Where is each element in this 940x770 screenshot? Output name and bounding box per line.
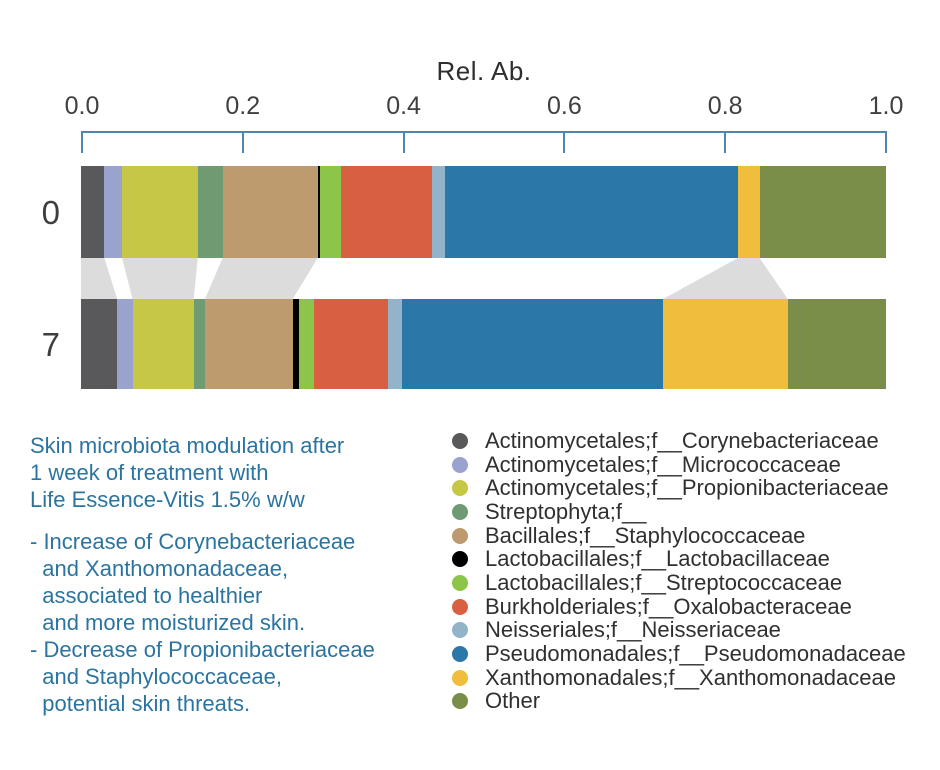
- legend-item-burkholderiales-f-oxalobacteraceae: Burkholderiales;f__Oxalobacteraceae: [452, 593, 906, 619]
- legend-dot-icon: [452, 622, 468, 639]
- legend-dot-icon: [452, 646, 468, 663]
- legend-dot-icon: [452, 432, 468, 449]
- stacked-bar-day0: [81, 166, 886, 258]
- segment-bacillales-f-staphylococcaceae-day7: [204, 299, 293, 389]
- legend-dot-icon: [452, 598, 468, 615]
- tick-mark: [885, 131, 887, 153]
- segment-actinomycetales-f-micrococcaceae-day7: [117, 299, 133, 389]
- axis-title: Rel. Ab.: [436, 56, 532, 86]
- legend-item-neisseriales-f-neisseriaceae: Neisseriales;f__Neisseriaceae: [452, 617, 906, 643]
- connector-xanthomonadales-f-xanthomonadaceae: [663, 258, 788, 299]
- segment-burkholderiales-f-oxalobacteraceae-day7: [313, 299, 389, 389]
- tick-label-0.2: 0.2: [225, 92, 261, 120]
- tick-label-0.0: 0.0: [64, 92, 100, 120]
- legend-item-bacillales-f-staphylococcaceae: Bacillales;f__Staphylococcaceae: [452, 522, 906, 548]
- legend-label: Other: [485, 688, 541, 714]
- segment-lactobacillales-f-lactobacillaceae-day0: [317, 166, 321, 258]
- legend-item-actinomycetales-f-propionibacteriaceae: Actinomycetales;f__Propionibacteriaceae: [452, 475, 906, 501]
- legend-dot-icon: [452, 480, 468, 497]
- segment-actinomycetales-f-propionibacteriaceae-day7: [132, 299, 194, 389]
- connector-actinomycetales-f-corynebacteriaceae: [81, 258, 118, 299]
- legend-label: Actinomycetales;f__Propionibacteriaceae: [485, 475, 889, 501]
- tick-label-0.8: 0.8: [707, 92, 743, 120]
- legend-dot-icon: [452, 503, 468, 520]
- axis-tick-labels: 0.0 0.2 0.4 0.6 0.8 1.0: [65, 92, 904, 122]
- legend-item-actinomycetales-f-micrococcaceae: Actinomycetales;f__Micrococcaceae: [452, 451, 906, 477]
- annotation-findings: - Increase of Corynebacteriaceae and Xan…: [30, 529, 375, 716]
- legend-dot-icon: [452, 574, 468, 591]
- legend-label: Streptophyta;f__: [485, 498, 647, 524]
- legend-dot-icon: [452, 527, 468, 544]
- segment-pseudomonadales-f-pseudomonadaceae-day0: [444, 166, 738, 258]
- segment-burkholderiales-f-oxalobacteraceae-day0: [340, 166, 432, 258]
- segment-neisseriales-f-neisseriaceae-day0: [431, 166, 445, 258]
- legend-label: Neisseriales;f__Neisseriaceae: [485, 617, 781, 643]
- connector-bacillales-f-staphylococcaceae: [204, 258, 318, 299]
- tick-label-0.4: 0.4: [386, 92, 421, 120]
- legend-label: Bacillales;f__Staphylococcaceae: [485, 522, 806, 548]
- segment-lactobacillales-f-streptococcaceae-day0: [320, 166, 341, 258]
- segment-actinomycetales-f-propionibacteriaceae-day0: [122, 166, 198, 258]
- segment-actinomycetales-f-corynebacteriaceae-day7: [81, 299, 118, 389]
- legend-label: Lactobacillales;f__Lactobacillaceae: [485, 546, 830, 572]
- segment-streptophyta-f-day7: [193, 299, 205, 389]
- tick-mark: [724, 131, 727, 153]
- annotation-title: Skin microbiota modulation after 1 week …: [30, 433, 345, 512]
- segment-xanthomonadales-f-xanthomonadaceae-day7: [662, 299, 788, 389]
- tick-label-1.0: 1.0: [868, 92, 904, 120]
- legend-item-streptophyta-f: Streptophyta;f__: [452, 498, 906, 524]
- segment-neisseriales-f-neisseriaceae-day7: [388, 299, 403, 389]
- tick-label-0.6: 0.6: [547, 92, 582, 120]
- tick-mark: [241, 131, 244, 153]
- legend-label: Xanthomonadales;f__Xanthomonadaceae: [485, 664, 896, 690]
- connector-actinomycetales-f-propionibacteriaceae: [122, 258, 198, 299]
- segment-streptophyta-f-day0: [197, 166, 223, 258]
- segment-lactobacillales-f-lactobacillaceae-day7: [292, 299, 300, 389]
- tick-mark: [402, 131, 405, 153]
- legend-item-pseudomonadales-f-pseudomonadaceae: Pseudomonadales;f__Pseudomonadaceae: [452, 641, 906, 667]
- axis-tick-marks: [81, 131, 887, 153]
- legend-dot-icon: [452, 693, 468, 710]
- segment-xanthomonadales-f-xanthomonadaceae-day0: [737, 166, 760, 258]
- axis-line: [82, 131, 886, 133]
- legend-label: Pseudomonadales;f__Pseudomonadaceae: [485, 641, 906, 667]
- legend-item-lactobacillales-f-streptococcaceae: Lactobacillales;f__Streptococcaceae: [452, 569, 906, 595]
- segment-pseudomonadales-f-pseudomonadaceae-day7: [402, 299, 663, 389]
- legend-label: Actinomycetales;f__Micrococcaceae: [485, 451, 841, 477]
- row-label-day7: 7: [41, 326, 60, 363]
- legend-item-lactobacillales-f-lactobacillaceae: Lactobacillales;f__Lactobacillaceae: [452, 546, 906, 572]
- segment-lactobacillales-f-streptococcaceae-day7: [299, 299, 314, 389]
- legend-item-actinomycetales-f-corynebacteriaceae: Actinomycetales;f__Corynebacteriaceae: [452, 427, 906, 453]
- tick-mark: [563, 131, 566, 153]
- row-label-day0: 0: [41, 194, 60, 231]
- legend-dot-icon: [452, 456, 468, 473]
- legend-dot-icon: [452, 669, 468, 686]
- segment-bacillales-f-staphylococcaceae-day0: [222, 166, 318, 258]
- tick-mark: [81, 131, 83, 153]
- stacked-bar-day7: [81, 299, 886, 389]
- legend-label: Actinomycetales;f__Corynebacteriaceae: [485, 427, 879, 453]
- segment-other-day7: [787, 299, 886, 389]
- legend-dot-icon: [452, 551, 468, 568]
- segment-actinomycetales-f-micrococcaceae-day0: [104, 166, 123, 258]
- legend-label: Burkholderiales;f__Oxalobacteraceae: [485, 593, 852, 619]
- segment-other-day0: [759, 166, 886, 258]
- legend-label: Lactobacillales;f__Streptococcaceae: [485, 569, 843, 595]
- legend-item-xanthomonadales-f-xanthomonadaceae: Xanthomonadales;f__Xanthomonadaceae: [452, 664, 906, 690]
- flow-connectors: [81, 258, 788, 299]
- legend-item-other: Other: [452, 688, 906, 714]
- segment-actinomycetales-f-corynebacteriaceae-day0: [81, 166, 105, 258]
